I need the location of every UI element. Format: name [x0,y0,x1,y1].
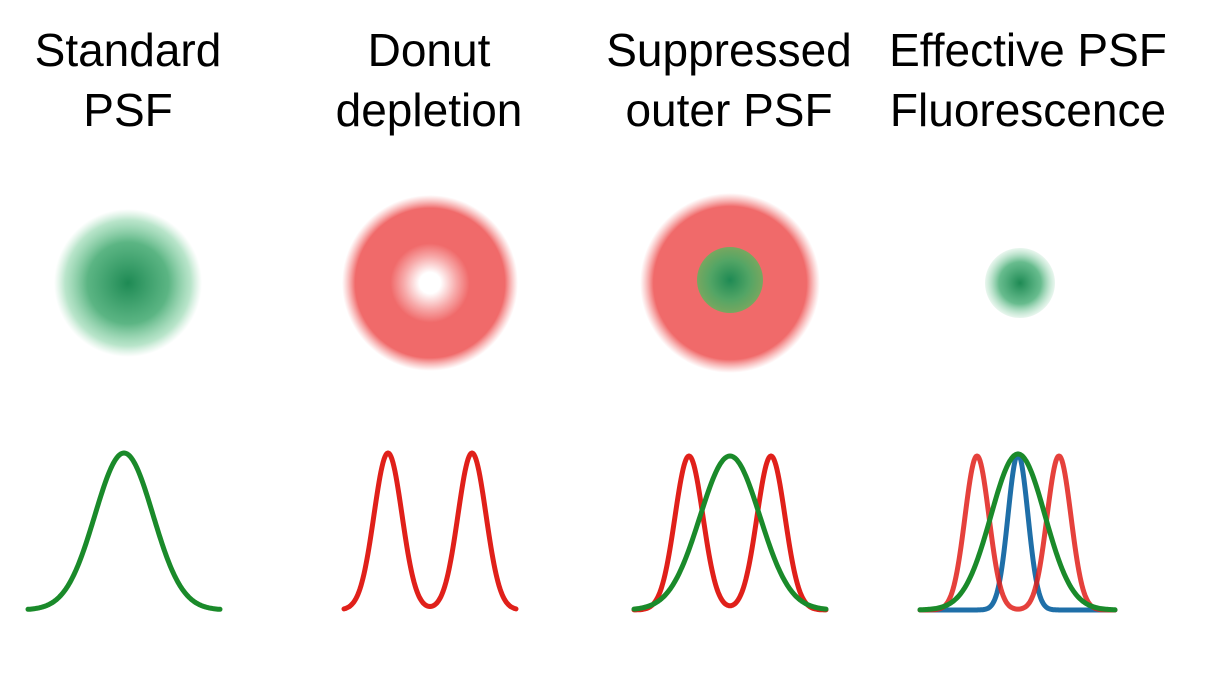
standard-profile [25,450,223,612]
green-profile-curve [25,450,223,612]
small-green-psf-spot [985,248,1055,318]
title-line-2: outer PSF [625,84,833,136]
suppressed-profile [631,453,829,613]
donut-profile [341,450,519,612]
title-line-1: Suppressed [606,24,852,76]
title-line-2: PSF [83,84,173,136]
panel-title-effective: Effective PSF Fluorescence [878,20,1178,140]
blue-profile-curve [917,451,1118,613]
panel-title-suppressed: Suppressed outer PSF [579,20,879,140]
title-line-1: Donut [367,24,491,76]
title-line-1: Standard [34,24,222,76]
green-profile-curve [917,451,1118,613]
title-line-1: Effective PSF [889,24,1167,76]
red-profile-curve [917,453,1118,613]
green-psf-spot [54,209,202,357]
green-profile-curve [631,453,829,612]
panel-title-donut: Donut depletion [279,20,579,140]
effective-profile [917,451,1118,613]
title-line-2: Fluorescence [889,84,1167,136]
red-ring-with-green-core [640,193,820,373]
red-profile-curve [341,450,519,612]
panel-title-standard: Standard PSF [0,20,278,140]
title-line-2: depletion [335,84,523,136]
red-profile-curve [631,453,829,613]
red-donut-ring [342,195,518,371]
